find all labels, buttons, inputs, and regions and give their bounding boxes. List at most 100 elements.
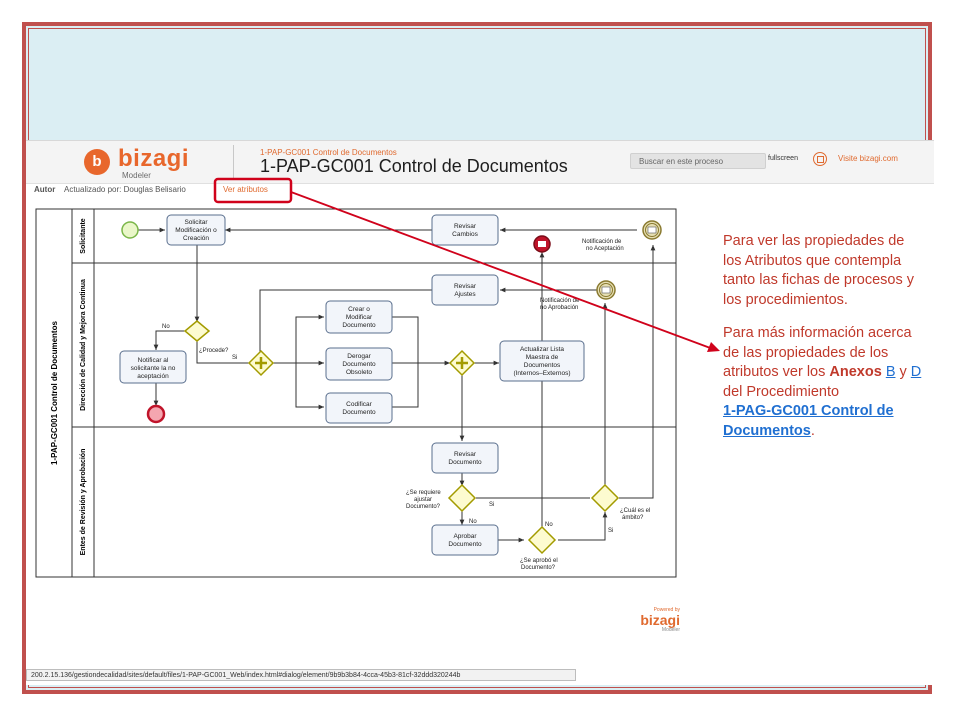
fullscreen-icon[interactable] — [813, 152, 827, 166]
task-text: Crear o — [348, 306, 370, 313]
lane-label-direccion: Dirección de Calidad y Mejora Continua — [80, 279, 87, 411]
bizagi-logo-icon: b — [84, 149, 110, 175]
flow-label: No — [545, 522, 553, 528]
task-text: (Internos–Externos) — [513, 370, 570, 377]
task-text: Revisar — [454, 223, 477, 230]
bizagi-logo-sub: Modeler — [122, 171, 151, 180]
note-text: del Procedimiento — [723, 383, 840, 400]
flow-label: ámbito? — [622, 515, 644, 521]
note-text: . — [810, 422, 815, 439]
task-text: Revisar — [454, 451, 477, 458]
task-text: Ajustes — [454, 291, 476, 298]
header-divider — [233, 145, 234, 179]
end-event — [146, 404, 166, 424]
task-revisar-ajustes — [431, 274, 499, 306]
task-text: aceptación — [137, 373, 169, 380]
task-text: Documento — [342, 361, 376, 368]
status-bar-url: 200.2.15.136/gestiondecalidad/sites/defa… — [26, 669, 576, 681]
task-text: Actualizar Lista — [520, 346, 564, 353]
task-text: Documento — [448, 459, 482, 466]
task-text: Derogar — [347, 353, 371, 360]
breadcrumb[interactable]: 1-PAP-GC001 Control de Documentos — [260, 148, 397, 157]
gateway-ambito — [590, 483, 620, 513]
flow-label: Notificación de — [540, 298, 580, 304]
tab-autor[interactable]: Autor — [34, 185, 56, 194]
flow-label: no Aceptación — [586, 246, 624, 252]
task-text: Cambios — [452, 231, 478, 238]
task-actualizar — [499, 340, 585, 382]
task-text: Obsoleto — [346, 369, 372, 376]
lane-label-entes: Entes de Revisión y Aprobación — [80, 449, 87, 556]
flow-label: No — [162, 324, 170, 330]
flow-label: ajustar — [414, 497, 432, 503]
task-revisar-cambios — [431, 214, 499, 246]
link-procedimiento[interactable]: 1-PAG-GC001 Control de Documentos — [723, 403, 894, 439]
bizagi-screenshot: b bizagi Modeler 1-PAP-GC001 Control de … — [26, 140, 934, 685]
powered-by-label: Powered by — [653, 607, 680, 613]
flow-label: Si — [232, 355, 237, 361]
note-paragraph-2: Para más información acerca de las propi… — [723, 324, 923, 441]
annotation-note: Para ver las propiedades de los Atributo… — [723, 232, 923, 455]
flow-label: ¿Se requiere — [406, 490, 441, 496]
start-event — [121, 221, 139, 239]
flow-label: Si — [608, 528, 613, 534]
arrow-head-icon — [707, 342, 720, 352]
task-text: Codificar — [346, 401, 372, 408]
task-text: Modificar — [346, 314, 373, 321]
flow-label: ¿Procede? — [199, 348, 229, 354]
tab-bar: Autor Actualizado por: Douglas Belisario… — [26, 183, 934, 199]
flow-label: Si — [489, 502, 494, 508]
task-text: Aprobar — [453, 533, 477, 540]
note-anexos: Anexos — [829, 364, 882, 380]
task-text: Revisar — [454, 283, 477, 290]
tab-ver-atributos[interactable]: Ver atributos — [223, 185, 268, 194]
task-text: Maestra de — [526, 354, 559, 361]
link-anexo-b[interactable]: B — [885, 364, 896, 380]
lane-label-solicitante: Solicitante — [80, 218, 87, 254]
task-text: Documento — [342, 409, 376, 416]
task-aprobar — [431, 524, 499, 556]
tab-updated-by: Actualizado por: Douglas Belisario — [64, 185, 186, 194]
powered-sub: Modeler — [661, 627, 680, 633]
flow-label: Documento? — [521, 565, 556, 571]
flow-label: No — [469, 519, 477, 525]
highlight-box — [213, 177, 293, 204]
task-text: Modificación o — [175, 227, 217, 234]
visit-bizagi-link[interactable]: Visite bizagi.com — [838, 154, 898, 163]
task-notificar — [119, 350, 187, 384]
link-anexo-d[interactable]: D — [910, 364, 922, 380]
flow-label: ¿Cuál es el — [620, 508, 650, 514]
task-text: Creación — [183, 235, 209, 242]
task-text: solicitante la no — [131, 365, 176, 372]
pool-label: 1-PAP-GC001 Control de Documentos — [50, 321, 59, 465]
task-text: Documento — [342, 322, 376, 329]
gateway-procede — [183, 320, 211, 342]
task-revisar-documento — [431, 442, 499, 474]
task-text: Solicitar — [184, 219, 208, 226]
flow-label: Documento? — [406, 504, 441, 510]
task-text: Documento — [448, 541, 482, 548]
bizagi-header: b bizagi Modeler 1-PAP-GC001 Control de … — [26, 141, 934, 184]
bpmn-diagram: 1-PAP-GC001 Control de Documentos Solici… — [35, 208, 677, 578]
task-text: Documentos — [524, 362, 561, 369]
note-text: y — [895, 364, 911, 380]
annotation-arrow — [290, 191, 714, 350]
search-input[interactable]: Buscar en este proceso — [630, 153, 766, 169]
bizagi-logo-text: bizagi — [118, 145, 190, 172]
task-crear — [325, 300, 393, 334]
task-text: Notificar al — [138, 357, 169, 364]
fullscreen-label[interactable]: fullscreen — [768, 155, 798, 162]
gateway-se-aprobo — [527, 525, 557, 555]
note-paragraph-1: Para ver las propiedades de los Atributo… — [723, 233, 915, 308]
task-derogar — [325, 347, 393, 381]
flow-label: Notificación de — [582, 239, 622, 245]
page-title: 1-PAP-GC001 Control de Documentos — [260, 156, 568, 176]
gateway-requiere-ajuste — [447, 483, 477, 513]
note-text: Para más información acerca de las propi… — [723, 325, 912, 380]
flow-label: ¿Se aprobó el — [520, 558, 558, 564]
task-solicitar — [166, 214, 226, 246]
powered-logo: bizagi — [640, 612, 680, 628]
powered-by-bizagi: Powered by bizagi Modeler — [640, 607, 680, 633]
task-codificar — [325, 392, 393, 424]
